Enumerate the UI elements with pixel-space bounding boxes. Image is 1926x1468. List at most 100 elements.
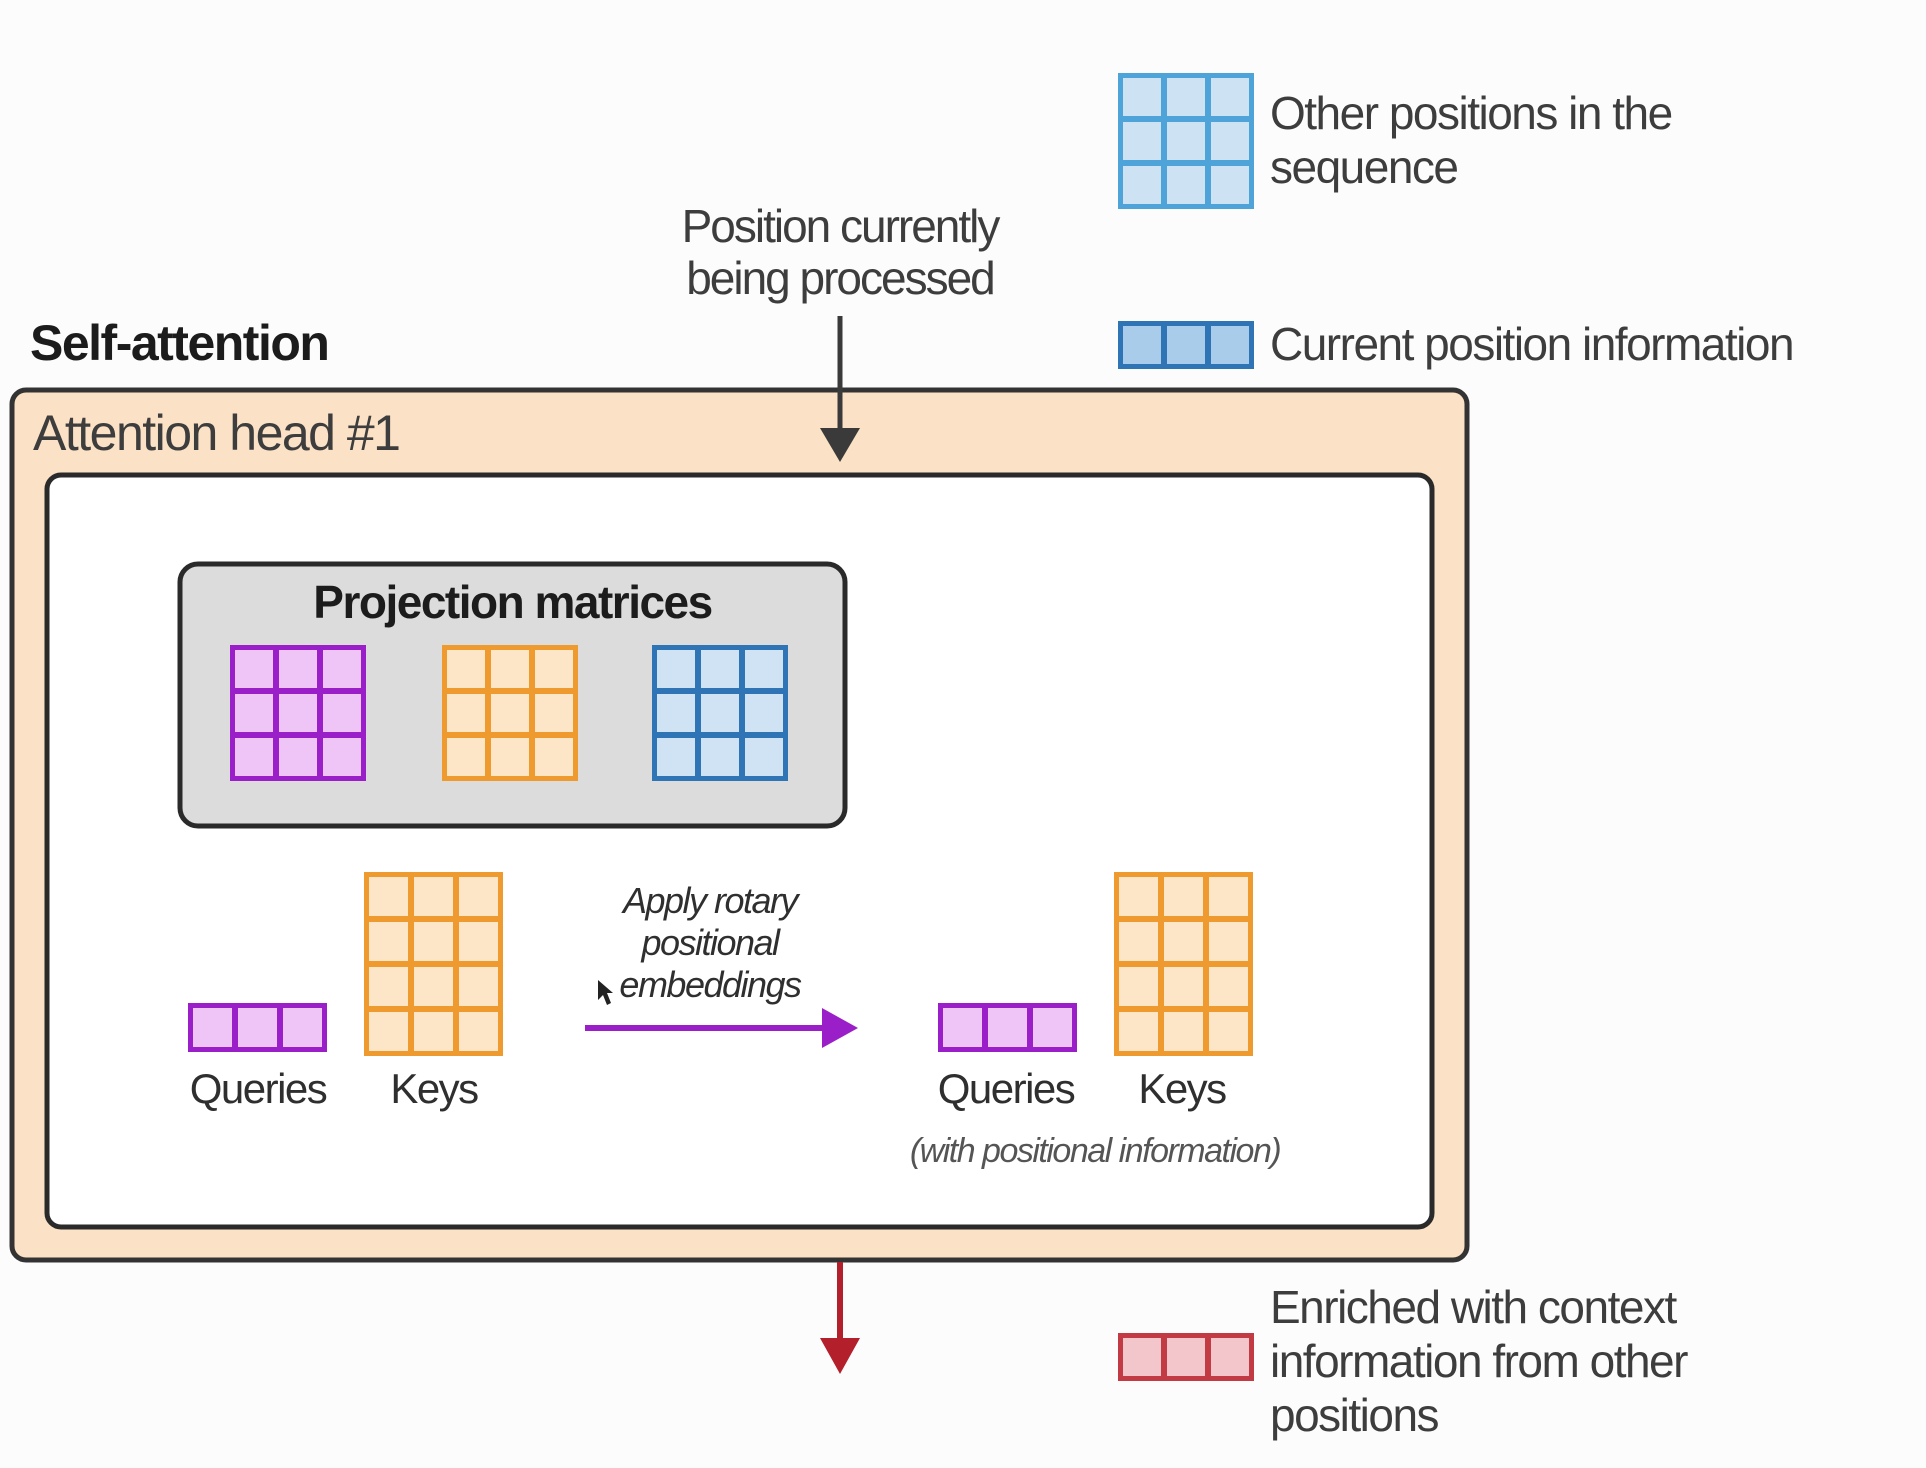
left-keys-matrix-cell	[369, 1012, 408, 1051]
apply-rotary-label-line-3: embeddings	[619, 964, 802, 1005]
right-keys-matrix-cell	[1164, 967, 1203, 1006]
projection-queries-matrix-cell	[235, 694, 273, 732]
right-queries-vector-cell	[988, 1008, 1027, 1047]
right-keys-matrix-cell	[1209, 922, 1248, 961]
top-arrow-label: Position currently being processed	[640, 200, 1040, 304]
legend-enriched-line-2: information from other	[1270, 1335, 1688, 1387]
projection-values-matrix-cell	[701, 650, 739, 688]
right-queries-vector-cell	[1033, 1008, 1072, 1047]
legend-other-grid-cell	[1167, 166, 1205, 204]
projection-queries-matrix-cell	[235, 738, 273, 776]
projection-queries-matrix-cell	[279, 694, 317, 732]
left-keys-matrix-cell	[459, 877, 498, 916]
right-keys-matrix-cell	[1164, 922, 1203, 961]
top-arrow-label-line-1: Position currently	[681, 200, 1001, 252]
right-keys-matrix-cell	[1209, 967, 1248, 1006]
title-self-attention: Self-attention	[30, 315, 330, 371]
legend-current-text: Current position information	[1270, 317, 1795, 371]
apply-rotary-label: Apply rotary positional embeddings	[560, 880, 860, 1006]
legend-enriched-grid	[1118, 1333, 1254, 1381]
right-keys-label: Keys	[1138, 1065, 1227, 1112]
projection-keys-matrix-cell	[447, 738, 485, 776]
left-queries-vector-cell	[238, 1008, 277, 1047]
right-keys-matrix-cell	[1119, 1012, 1158, 1051]
projection-keys-matrix-cell	[535, 694, 573, 732]
left-keys-label: Keys	[390, 1065, 479, 1112]
legend-enriched-text: Enriched with context information from o…	[1270, 1280, 1688, 1442]
right-keys-matrix	[1114, 872, 1253, 1056]
legend-other-line-2: sequence	[1270, 141, 1459, 193]
attention-head-title: Attention head #1	[33, 405, 401, 461]
left-keys-matrix-cell	[369, 967, 408, 1006]
legend-enriched-grid-cell	[1167, 1338, 1205, 1376]
right-keys-matrix-cell	[1209, 877, 1248, 916]
projection-queries-matrix-cell	[279, 650, 317, 688]
projection-values-matrix-cell	[657, 694, 695, 732]
projection-queries-matrix-cell	[323, 738, 361, 776]
projection-values-matrix-cell	[657, 738, 695, 776]
apply-rotary-label-line-1: Apply rotary	[622, 880, 799, 921]
right-queries-vector	[938, 1003, 1077, 1052]
left-queries-vector-cell	[193, 1008, 232, 1047]
right-queries-label: Queries	[937, 1065, 1076, 1112]
legend-enriched-grid-cell	[1123, 1338, 1161, 1376]
right-keys-matrix-cell	[1119, 967, 1158, 1006]
projection-values-matrix	[652, 645, 788, 781]
legend-other-grid	[1118, 73, 1254, 209]
legend-enriched-grid-cell	[1211, 1338, 1249, 1376]
legend-other-grid-cell	[1167, 122, 1205, 160]
left-keys-matrix	[364, 872, 503, 1056]
projection-queries-matrix	[230, 645, 366, 781]
projection-matrices-title: Projection matrices	[313, 576, 713, 628]
projection-keys-matrix-cell	[447, 694, 485, 732]
projection-keys-matrix-cell	[447, 650, 485, 688]
projection-values-matrix-cell	[701, 738, 739, 776]
legend-other-grid-cell	[1167, 78, 1205, 116]
projection-queries-matrix-cell	[279, 738, 317, 776]
projection-queries-matrix-cell	[323, 694, 361, 732]
left-keys-matrix-cell	[459, 922, 498, 961]
top-arrow-label-line-2: being processed	[686, 252, 996, 304]
left-keys-matrix-cell	[414, 922, 453, 961]
left-keys-matrix-cell	[369, 922, 408, 961]
projection-values-matrix-cell	[745, 738, 783, 776]
right-keys-matrix-cell	[1209, 1012, 1248, 1051]
legend-other-grid-cell	[1123, 166, 1161, 204]
legend-current-line-1: Current position information	[1270, 318, 1795, 370]
legend-other-line-1: Other positions in the	[1270, 87, 1673, 139]
top-arrow	[820, 316, 860, 462]
projection-values-matrix-cell	[657, 650, 695, 688]
apply-rotary-arrow	[585, 1008, 858, 1048]
right-note: (with positional information)	[909, 1132, 1282, 1170]
left-keys-matrix-cell	[414, 877, 453, 916]
left-keys-matrix-cell	[459, 967, 498, 1006]
projection-values-matrix-cell	[745, 694, 783, 732]
projection-queries-matrix-cell	[235, 650, 273, 688]
right-keys-matrix-cell	[1164, 1012, 1203, 1051]
projection-keys-matrix-cell	[491, 738, 529, 776]
legend-enriched-line-1: Enriched with context	[1270, 1281, 1677, 1333]
right-keys-matrix-cell	[1164, 877, 1203, 916]
projection-values-matrix-cell	[745, 650, 783, 688]
projection-values-matrix-cell	[701, 694, 739, 732]
legend-current-grid-cell	[1167, 326, 1205, 364]
right-keys-matrix-cell	[1119, 877, 1158, 916]
projection-keys-matrix	[442, 645, 578, 781]
legend-other-grid-cell	[1211, 122, 1249, 160]
left-queries-label: Queries	[189, 1065, 328, 1112]
left-queries-vector	[188, 1003, 327, 1052]
legend-current-grid-cell	[1123, 326, 1161, 364]
left-keys-matrix-cell	[369, 877, 408, 916]
legend-other-text: Other positions in the sequence	[1270, 86, 1673, 194]
legend-enriched-line-3: positions	[1270, 1389, 1440, 1441]
output-arrow	[820, 1262, 860, 1374]
projection-keys-matrix-cell	[535, 650, 573, 688]
left-keys-matrix-cell	[414, 1012, 453, 1051]
legend-current-grid-cell	[1211, 326, 1249, 364]
projection-keys-matrix-cell	[491, 650, 529, 688]
legend-other-grid-cell	[1211, 78, 1249, 116]
right-keys-matrix-cell	[1119, 922, 1158, 961]
left-keys-matrix-cell	[459, 1012, 498, 1051]
legend-other-grid-cell	[1123, 78, 1161, 116]
